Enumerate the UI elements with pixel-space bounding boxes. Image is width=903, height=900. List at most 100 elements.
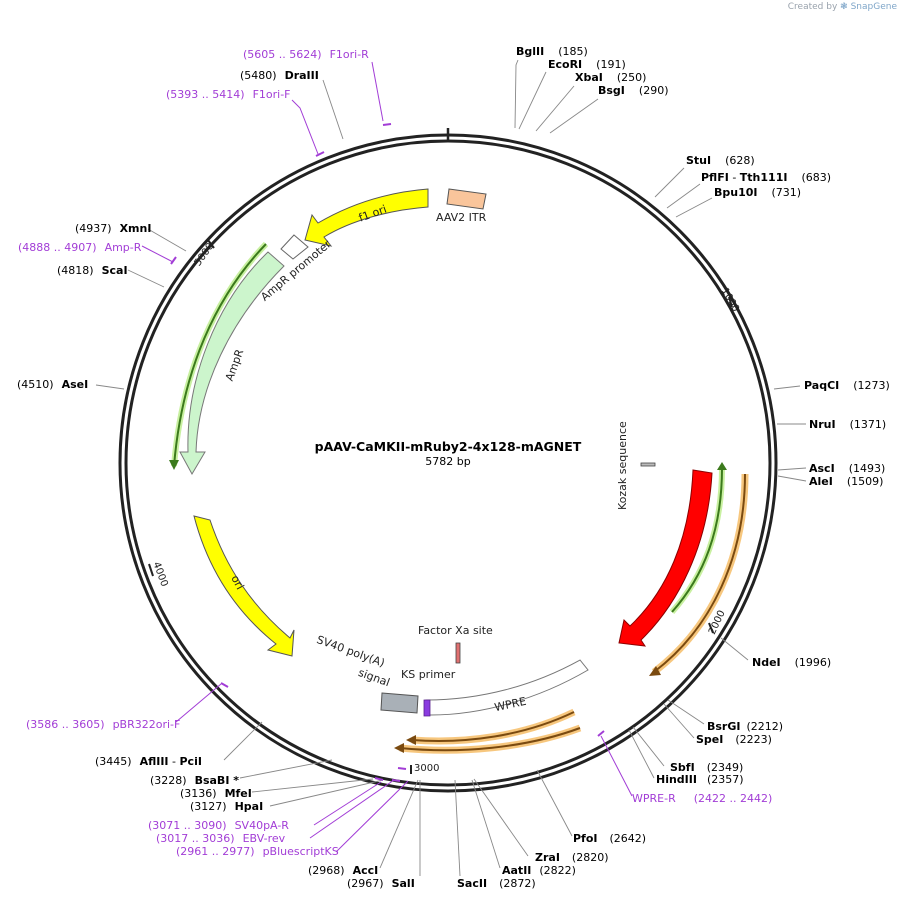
site-bsaBI[interactable]: (3228)BsaBI * (150, 774, 239, 787)
site-aflIII-pciI[interactable]: (3445)AflIII - PciI (95, 755, 202, 768)
site-sacII[interactable]: SacII(2872) (457, 877, 536, 890)
site-nruI[interactable]: NruI(1371) (809, 418, 886, 431)
wpre-primer1-arrow (411, 711, 575, 742)
ori-label: ori (228, 573, 246, 592)
ndeI-leader (720, 637, 749, 661)
amp-r-mark (170, 256, 177, 265)
site-paqCI[interactable]: PaqCI(1273) (804, 379, 890, 392)
f1ori-f-leader (291, 99, 319, 155)
site-mfeI[interactable]: (3136)MfeI (180, 787, 252, 800)
zraI-leader (473, 778, 529, 857)
site-hindIII[interactable]: HindIII(2357) (656, 773, 744, 786)
scaI-leader (127, 269, 165, 288)
aav2-itr-feature[interactable] (446, 188, 487, 210)
primer-amp-r[interactable]: (4888 .. 4907)Amp-R (18, 241, 142, 254)
ebv-rev-mark (391, 779, 401, 782)
ori-feature[interactable] (193, 515, 295, 657)
bglII-leader (514, 59, 519, 129)
aseI-leader (95, 384, 125, 390)
site-bsgI[interactable]: BsgI(290) (598, 84, 669, 97)
pbluescript-mark (397, 767, 407, 770)
primer-sv40pa-r[interactable]: (3071 .. 3090)SV40pA-R (148, 819, 289, 832)
ampr-promoter-feature[interactable] (280, 234, 309, 260)
sv40-label-line2: signal (357, 666, 392, 689)
xbaI-leader (535, 85, 575, 132)
sbfI-leader (632, 726, 665, 767)
site-xmnI[interactable]: (4937)XmnI (75, 222, 151, 235)
site-aatII[interactable]: AatII(2822) (502, 864, 576, 877)
primer-pbluescriptks[interactable]: (2961 .. 2977)pBluescriptKS (176, 845, 339, 858)
backbone (118, 128, 778, 793)
primer-ebv-rev[interactable]: (3017 .. 3036)EBV-rev (156, 832, 286, 845)
bpu10I-leader (675, 197, 713, 218)
ascI-leader (777, 467, 807, 471)
site-ecoRI[interactable]: EcoRI(191) (548, 58, 626, 71)
kozak-feature[interactable] (640, 462, 656, 467)
site-aseI[interactable]: (4510)AseI (17, 378, 88, 391)
mruby-primer-arrow (671, 467, 723, 613)
stuI-leader (654, 167, 685, 198)
site-aleI[interactable]: AleI(1509) (809, 475, 883, 488)
plasmid-name: pAAV-CaMKII-mRuby2-4x128-mAGNET (315, 439, 582, 454)
primer-f1ori-f[interactable]: (5393 .. 5414)F1ori-F (166, 88, 291, 101)
tick-3000-label: 3000 (414, 763, 439, 774)
site-stuI[interactable]: StuI(628) (686, 154, 755, 167)
wpre-r-leader (600, 735, 633, 797)
ks-primer-label: KS primer (401, 668, 456, 681)
site-hpaI[interactable]: (3127)HpaI (190, 800, 263, 813)
site-pfoI[interactable]: PfoI(2642) (573, 832, 646, 845)
site-bpu10I[interactable]: Bpu10I(731) (714, 186, 801, 199)
amp-primer-head (169, 460, 179, 470)
site-salI[interactable]: (2967)SalI (347, 877, 415, 890)
wpre-r-mark (597, 730, 605, 737)
site-ascI[interactable]: AscI(1493) (809, 462, 885, 475)
aflIII-leader (223, 721, 263, 761)
site-accI[interactable]: (2968)AccI (308, 864, 378, 877)
primer-wpre-r[interactable]: WPRE-R(2422 .. 2442) (632, 792, 772, 805)
primer-leaders (141, 61, 633, 853)
aleI-leader (777, 475, 807, 482)
wpre-primer2-arrow (399, 727, 581, 752)
site-zraI[interactable]: ZraI(2820) (535, 851, 609, 864)
site-draIII[interactable]: (5480)DraIII (240, 69, 319, 82)
plasmid-length: 5782 bp (425, 455, 470, 468)
mfeI-leader (251, 778, 374, 793)
wpre-feature[interactable] (425, 659, 589, 716)
watermark-brand: SnapGene (850, 2, 897, 12)
ks-primer-feature[interactable] (423, 699, 431, 717)
tick-5000-mark (207, 239, 215, 249)
site-ndeI[interactable]: NdeI(1996) (752, 656, 831, 669)
sv40pa-r-mark (374, 777, 384, 781)
site-sbfI[interactable]: SbfI(2349) (670, 761, 743, 774)
amp-primer-arrow (173, 243, 267, 467)
hpaI-leader (269, 779, 384, 807)
site-speI[interactable]: SpeI(2223) (696, 733, 772, 746)
tick-1000-label: 1000 (719, 286, 741, 314)
orange-primer-arrow (653, 473, 746, 673)
site-bsrGI[interactable]: BsrGI(2212) (707, 720, 783, 733)
kozak-label: Kozak sequence (616, 421, 629, 510)
site-pflFI-tth111I[interactable]: PflFI - Tth111I(683) (701, 171, 831, 184)
pfoI-leader (536, 769, 573, 837)
bsaBI-leader (239, 759, 333, 779)
mruby2-feature[interactable] (618, 469, 713, 647)
ecoRI-leader (518, 71, 547, 130)
site-xbaI[interactable]: XbaI(250) (575, 71, 646, 84)
primer-pbr322ori-f[interactable]: (3586 .. 3605)pBR322ori-F (26, 718, 180, 731)
ampr-feature[interactable] (179, 251, 285, 476)
pbr322-mark (220, 682, 229, 688)
sacII-leader (454, 779, 461, 877)
sv40-polya-feature[interactable] (380, 692, 419, 714)
site-scaI[interactable]: (4818)ScaI (57, 264, 128, 277)
aatII-leader (471, 779, 501, 869)
factor-xa-feature[interactable] (455, 642, 461, 664)
hindIII-leader (628, 729, 655, 779)
mruby-primer-head (717, 462, 727, 470)
draIII-leader (322, 79, 344, 140)
f1-ori-feature[interactable] (304, 188, 429, 247)
ebv-rev-leader (309, 779, 395, 839)
site-bglII[interactable]: BglII(185) (516, 45, 588, 58)
snapgene-logo-icon: ❃ (840, 2, 848, 12)
bsrGI-leader (667, 699, 705, 725)
primer-f1ori-r[interactable]: (5605 .. 5624)F1ori-R (243, 48, 369, 61)
